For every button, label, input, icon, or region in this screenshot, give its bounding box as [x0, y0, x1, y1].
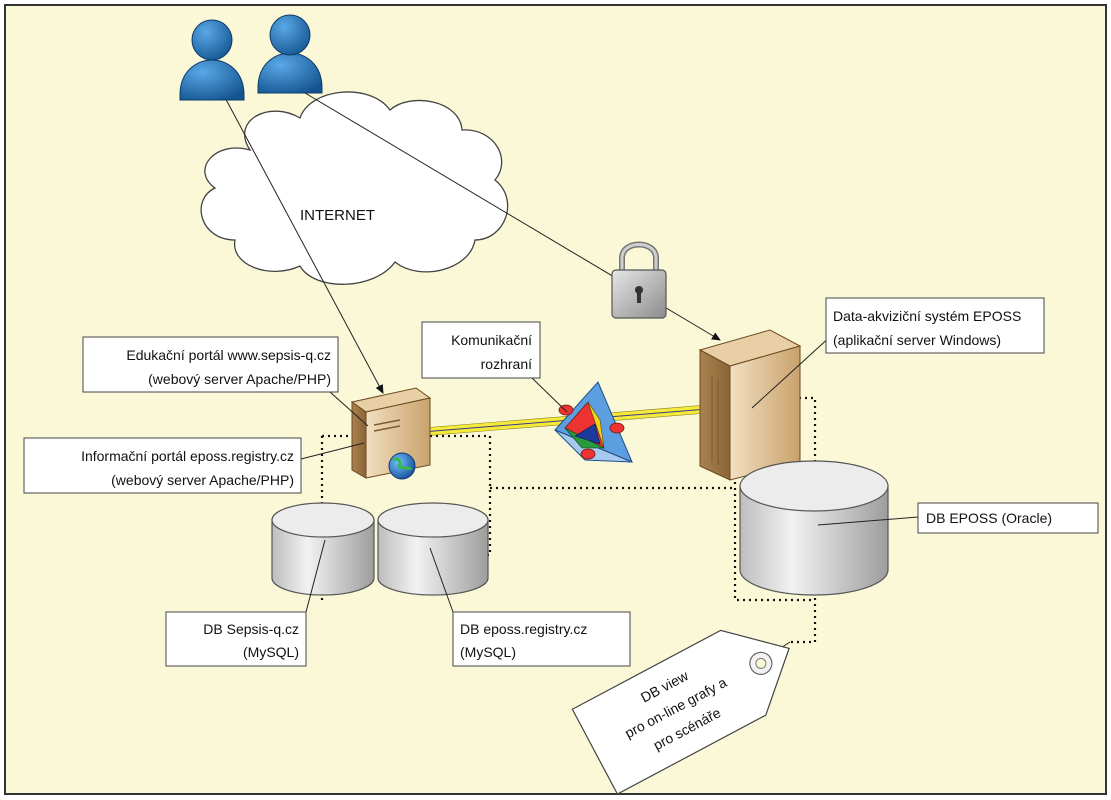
globe-icon	[388, 452, 416, 480]
leader-komunikacni	[531, 377, 568, 413]
leader-edukacni	[329, 391, 369, 427]
internet-label: INTERNET	[300, 207, 375, 224]
svg-text:Edukační portál www.sepsis-q.c: Edukační portál www.sepsis-q.cz	[126, 347, 331, 363]
leader-informacni	[300, 442, 365, 460]
svg-text:DB eposs.registry.cz: DB eposs.registry.cz	[460, 621, 587, 637]
user-icon-1	[179, 19, 245, 101]
leader-db-registry	[429, 547, 454, 613]
label-edukacni-portal: Edukační portál www.sepsis-q.cz (webový …	[82, 336, 339, 393]
svg-text:DB Sepsis-q.cz: DB Sepsis-q.cz	[203, 621, 299, 637]
svg-text:(webový server Apache/PHP): (webový server Apache/PHP)	[148, 371, 331, 387]
server-icon-app	[698, 329, 802, 481]
label-komunikacni-rozhrani: Komunikační rozhraní	[421, 321, 541, 379]
database-icon-sepsis	[271, 502, 375, 596]
label-db-sepsis: DB Sepsis-q.cz (MySQL)	[165, 611, 307, 667]
svg-text:(MySQL): (MySQL)	[243, 644, 299, 660]
svg-text:Informační portál eposs.regist: Informační portál eposs.registry.cz	[81, 448, 294, 464]
database-icon-registry	[377, 502, 489, 596]
label-db-registry: DB eposs.registry.cz (MySQL)	[452, 611, 631, 667]
leader-db-eposs	[817, 516, 919, 526]
svg-text:Data-akviziční systém EPOSS: Data-akviziční systém EPOSS	[833, 308, 1021, 324]
svg-text:(webový server Apache/PHP): (webový server Apache/PHP)	[111, 472, 294, 488]
svg-text:(aplikační server Windows): (aplikační server Windows)	[833, 332, 1001, 348]
leader-db-sepsis	[305, 539, 326, 613]
interface-icon	[554, 381, 633, 463]
user-icon-2	[257, 14, 323, 94]
svg-text:DB EPOSS (Oracle): DB EPOSS (Oracle)	[926, 510, 1052, 526]
database-icon-eposs	[739, 460, 889, 596]
label-data-akvizicni-system: Data-akviziční systém EPOSS (aplikační s…	[825, 297, 1045, 354]
padlock-icon	[611, 241, 667, 319]
svg-text:(MySQL): (MySQL)	[460, 644, 516, 660]
tag-icon: DB view pro on-line grafy a pro scénáře	[571, 629, 790, 795]
diagram-background	[4, 4, 1107, 795]
leader-data-akvizicni	[751, 334, 833, 409]
svg-text:rozhraní: rozhraní	[481, 356, 532, 372]
label-db-eposs: DB EPOSS (Oracle)	[917, 502, 1099, 534]
svg-text:Komunikační: Komunikační	[451, 332, 532, 348]
label-informacni-portal: Informační portál eposs.registry.cz (web…	[23, 437, 302, 494]
